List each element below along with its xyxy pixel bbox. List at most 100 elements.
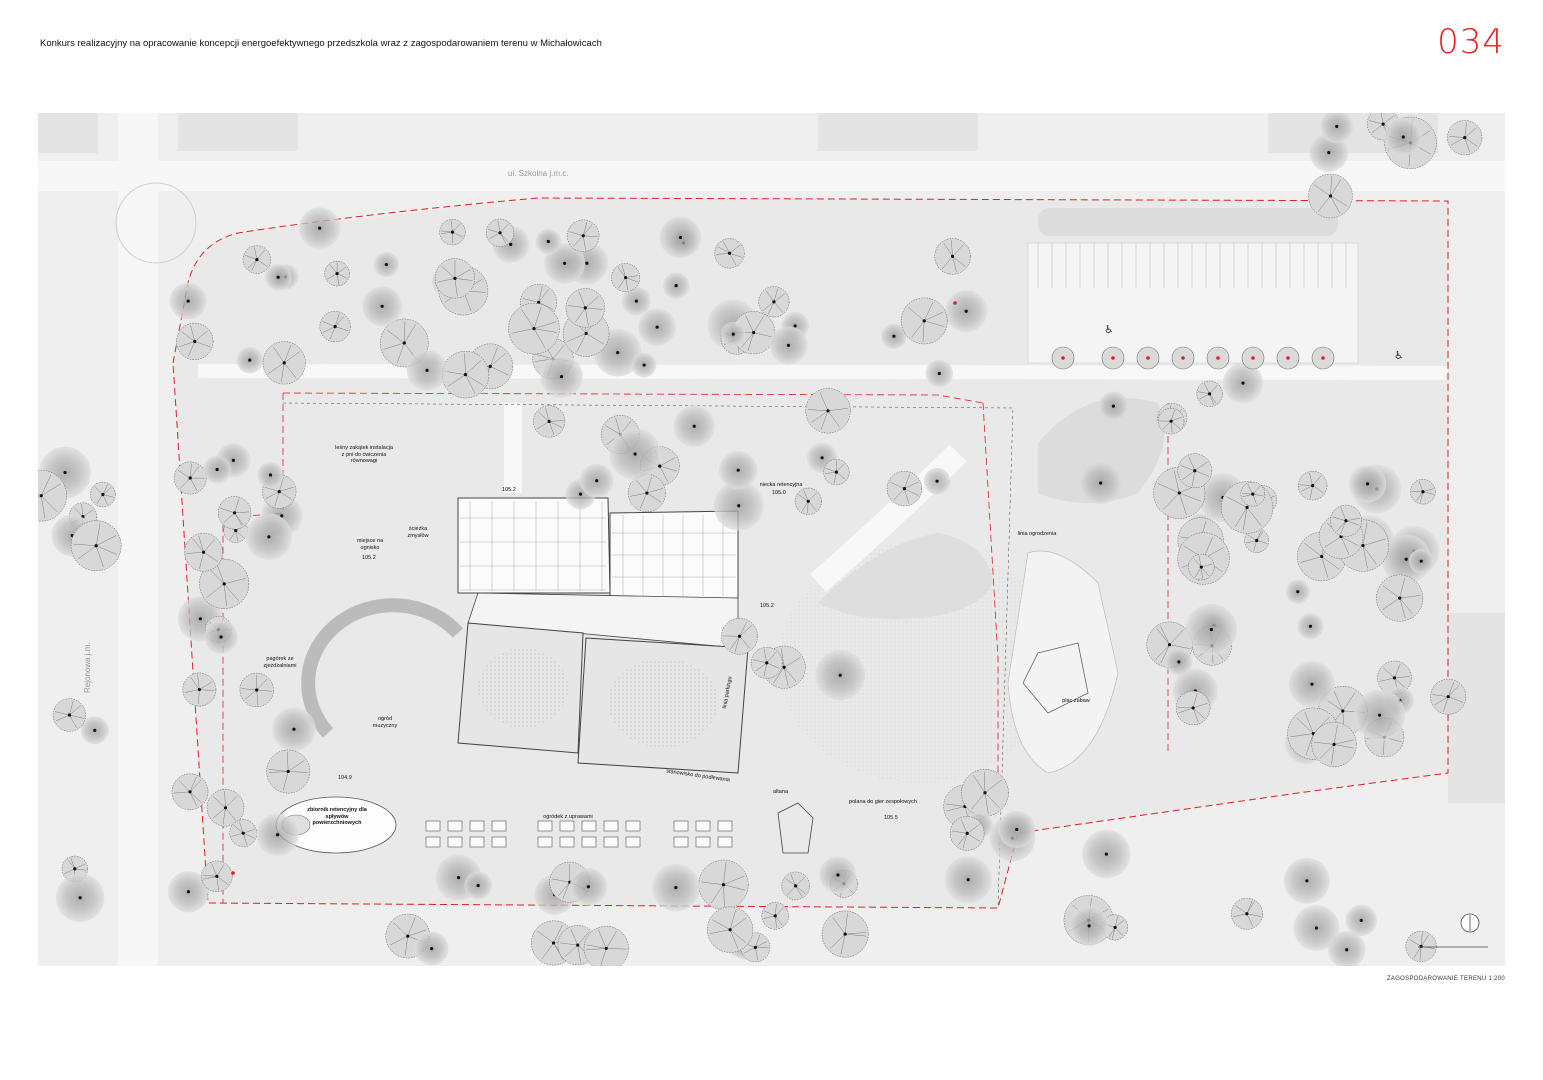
garden-bed [581, 836, 597, 848]
tree-trunk [1251, 492, 1255, 496]
tree-branch [1362, 538, 1386, 546]
tree-trunk [282, 361, 286, 365]
tree-branch [243, 829, 255, 834]
tree-trunk [1193, 469, 1197, 473]
tree-branch [69, 714, 77, 728]
tree-branch [1304, 542, 1322, 557]
tree-branch [1443, 696, 1449, 712]
tree-branch [203, 874, 217, 877]
tree-branch [1413, 946, 1422, 959]
tree-branch [268, 769, 289, 772]
tree-branch [69, 705, 81, 716]
tree-branch [73, 543, 97, 546]
tree-branch [701, 881, 724, 885]
tree-branch [256, 259, 268, 267]
tree-trunk [1332, 742, 1336, 747]
tree-branch [1192, 693, 1198, 708]
tree-branch [828, 408, 848, 412]
tree-branch [239, 821, 244, 834]
elevation-6: 105.2 [760, 603, 774, 609]
tree-branch [568, 305, 586, 309]
tree-branch [1464, 127, 1477, 138]
tree-branch [234, 511, 250, 514]
tree-trunk [248, 358, 252, 362]
tree-branch [1336, 520, 1347, 532]
tree-trunk [430, 946, 434, 951]
tree-branch [984, 792, 1000, 809]
trees [38, 113, 1483, 966]
tree-branch [1394, 676, 1410, 679]
tree-branch [1345, 520, 1360, 526]
tree-branch [1253, 540, 1257, 552]
context-building [178, 113, 298, 151]
new-tree-trunk [1146, 356, 1150, 360]
tree-branch [452, 223, 461, 233]
tree-branch [783, 667, 797, 683]
tree-branch [1448, 681, 1455, 697]
tree-branch [1464, 137, 1470, 153]
tree-branch [1332, 516, 1347, 521]
new-tree-trunk [1216, 356, 1220, 360]
tree-branch [1432, 694, 1449, 697]
tree-trunk [826, 409, 830, 413]
tree-branch [1201, 563, 1213, 568]
tree-branch [1296, 717, 1314, 734]
tree-branch [659, 466, 669, 482]
tree-branch [904, 488, 919, 496]
tree-branch [763, 648, 767, 663]
tree-branch [533, 328, 557, 333]
tree-branch [70, 857, 75, 869]
new-tree-trunk [1061, 356, 1065, 360]
tree-branch [197, 689, 200, 705]
tree-branch [254, 247, 258, 260]
tree-trunk [39, 494, 43, 498]
tree-branch [244, 689, 257, 700]
tree-branch [741, 332, 754, 348]
tree-branch [795, 877, 806, 886]
tree-trunk [532, 326, 536, 331]
tree-branch [190, 325, 195, 342]
tree-trunk [1015, 827, 1019, 832]
tree-trunk [1378, 713, 1382, 717]
tree-branch [538, 302, 554, 310]
tree-branch [1290, 733, 1314, 737]
tree-branch [533, 306, 542, 329]
tree-trunk [1087, 924, 1091, 928]
tree-branch [189, 791, 198, 807]
garden-bed [491, 820, 507, 832]
tree-branch [952, 244, 964, 257]
garden-bed [469, 836, 485, 848]
tree-branch [499, 232, 507, 244]
label-altana: altana [773, 789, 788, 795]
tree-branch [1198, 391, 1210, 395]
tree-branch [1314, 742, 1335, 745]
garden-bed [603, 820, 619, 832]
tree-trunk [93, 728, 97, 732]
tree-branch [224, 578, 246, 585]
tree-branch [490, 366, 509, 376]
tree-branch [1418, 481, 1424, 492]
tree-branch [598, 929, 607, 949]
tree-branch [723, 876, 745, 885]
tree-branch [1173, 470, 1180, 493]
tree-branch [1179, 492, 1201, 502]
tree-branch [807, 501, 809, 514]
tree-branch [783, 667, 789, 686]
tree-branch [586, 948, 607, 951]
tree-branch [967, 824, 980, 834]
tree-branch [763, 301, 775, 311]
tree-trunk [318, 226, 322, 230]
tree-branch [206, 583, 225, 598]
label-linia-ogrodzenia: linia ogrodzenia [1017, 531, 1057, 537]
tree-trunk [736, 468, 740, 472]
tree-branch [224, 791, 226, 808]
tree-branch [717, 246, 730, 254]
tree-branch [1331, 744, 1335, 765]
tree-trunk [1365, 482, 1370, 486]
tree-branch [775, 907, 784, 917]
tree-branch [1234, 507, 1248, 528]
tree-branch [1330, 179, 1342, 197]
tree-branch [785, 878, 796, 886]
tree-branch [1312, 475, 1322, 486]
tree-branch [577, 945, 581, 963]
